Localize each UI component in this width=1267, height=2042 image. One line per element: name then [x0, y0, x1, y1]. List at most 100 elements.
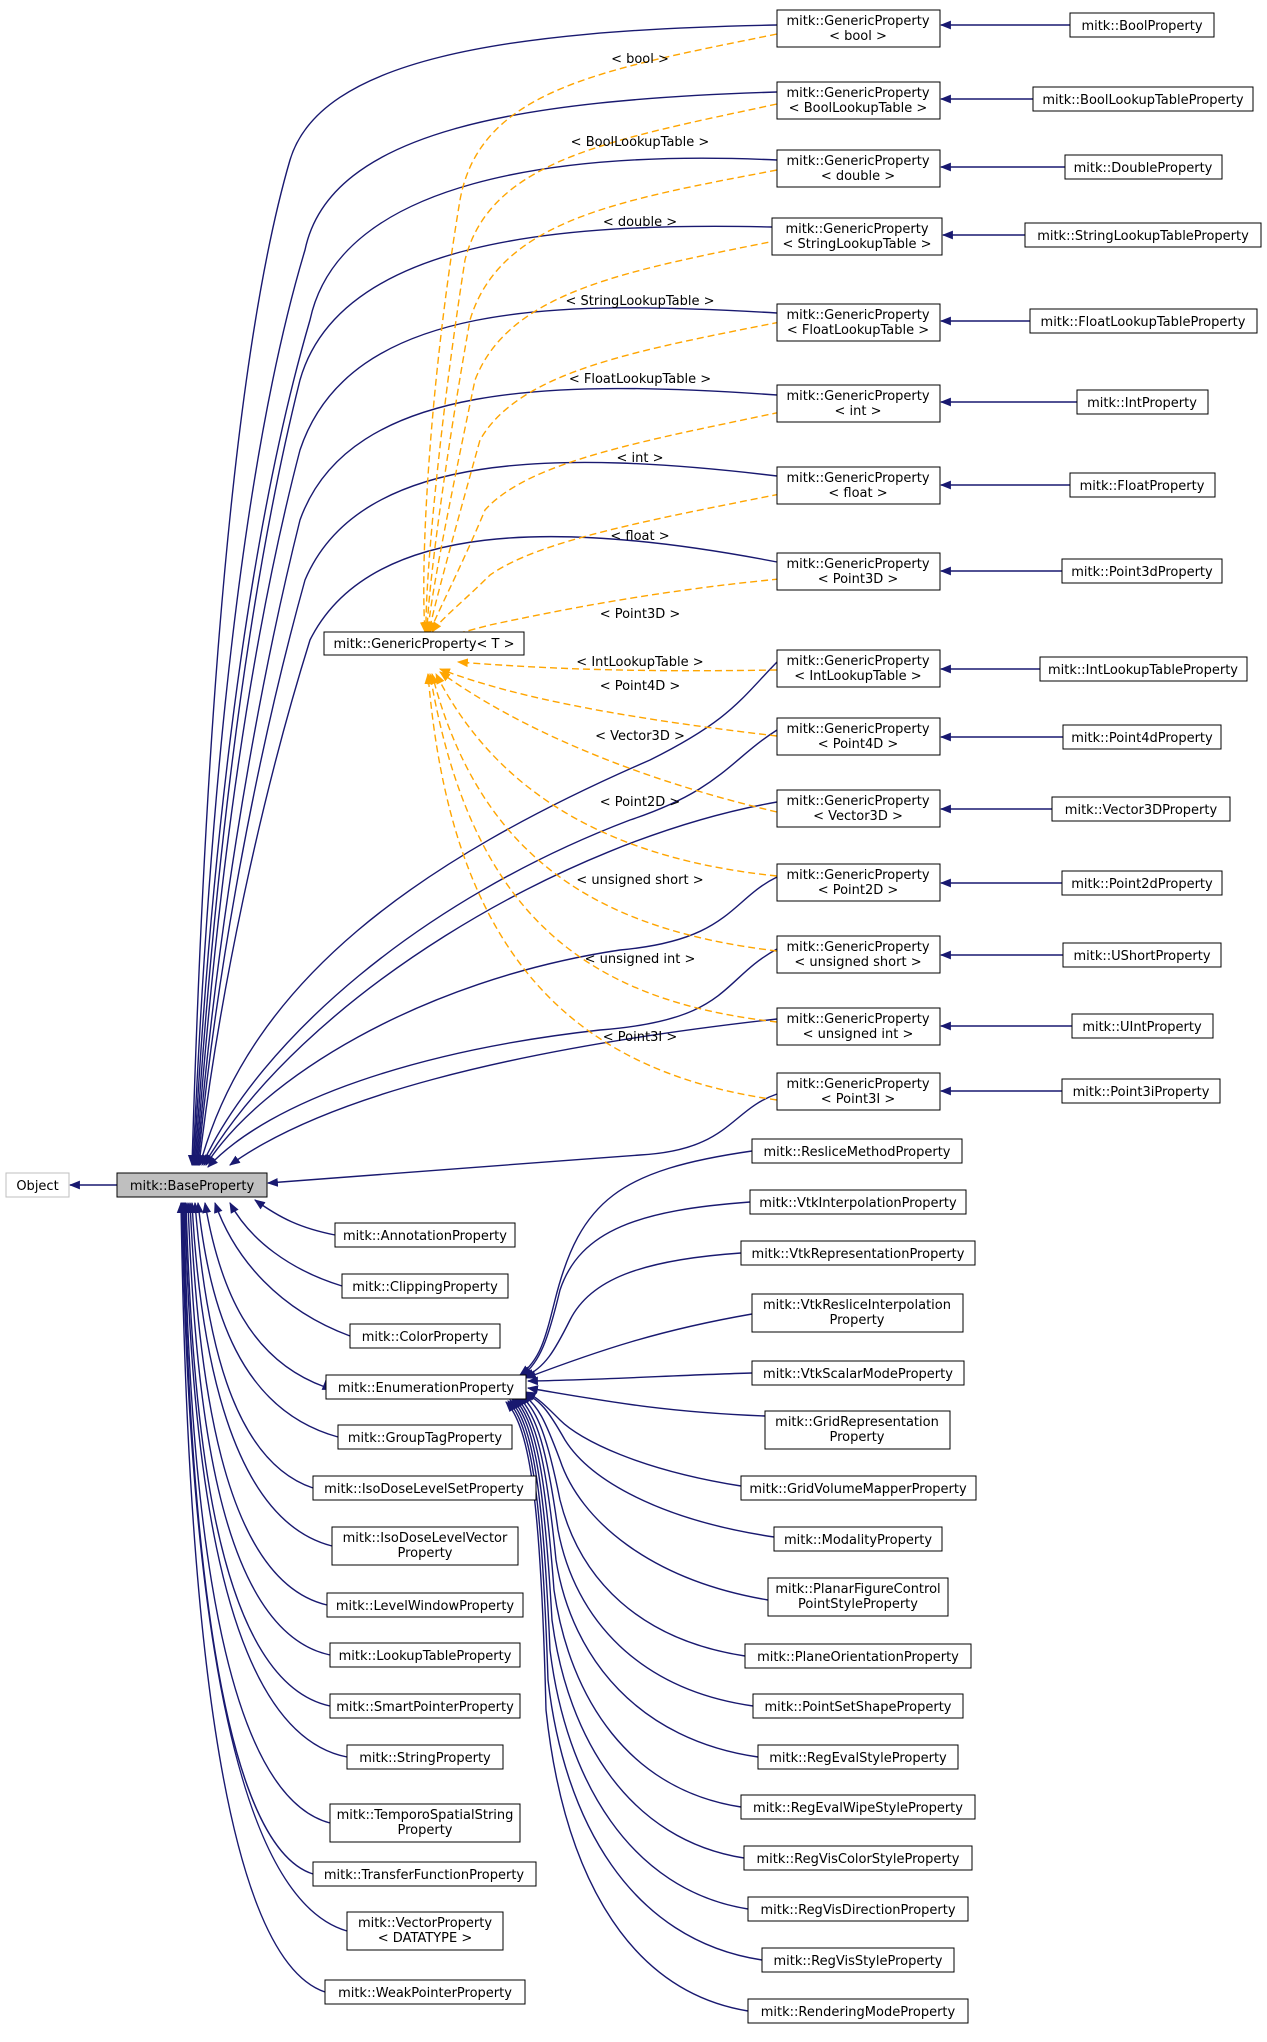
- node-boollut-property-label: mitk::BoolLookupTableProperty: [1042, 93, 1244, 108]
- node-vtkinterp-property[interactable]: mitk::VtkInterpolationProperty: [749, 1189, 967, 1215]
- node-regviscolor-property-label: mitk::RegVisColorStyleProperty: [757, 1852, 960, 1867]
- template-labels: < bool > < BoolLookupTable > < double > …: [565, 52, 714, 1045]
- node-gp-ushort[interactable]: mitk::GenericProperty < unsigned short >: [776, 935, 941, 974]
- node-float-property[interactable]: mitk::FloatProperty: [1069, 472, 1216, 498]
- node-clipping-property[interactable]: mitk::ClippingProperty: [341, 1273, 509, 1299]
- node-gp-intlut-line1: mitk::GenericProperty: [786, 654, 929, 669]
- node-gp-boollut[interactable]: mitk::GenericProperty < BoolLookupTable …: [776, 81, 941, 120]
- node-intlut-property[interactable]: mitk::IntLookupTableProperty: [1039, 656, 1248, 682]
- node-gp-point3i[interactable]: mitk::GenericProperty < Point3I >: [776, 1072, 941, 1111]
- node-regevalwipe-property-label: mitk::RegEvalWipeStyleProperty: [753, 1801, 963, 1816]
- node-gp-floatlut[interactable]: mitk::GenericProperty < FloatLookupTable…: [776, 303, 941, 342]
- node-int-property-label: mitk::IntProperty: [1087, 396, 1197, 411]
- node-regviscolor-property[interactable]: mitk::RegVisColorStyleProperty: [743, 1845, 973, 1871]
- node-vtkreslice-property[interactable]: mitk::VtkResliceInterpolation Property: [751, 1293, 964, 1333]
- tmpl-label-boollut: < BoolLookupTable >: [571, 135, 710, 150]
- node-gp-point4d[interactable]: mitk::GenericProperty < Point4D >: [776, 717, 941, 756]
- node-gp-point3d-line1: mitk::GenericProperty: [786, 557, 929, 572]
- tmpl-label-bool: < bool >: [611, 52, 669, 67]
- node-vector3d-property[interactable]: mitk::Vector3DProperty: [1051, 796, 1231, 822]
- tmpl-label-strlut: < StringLookupTable >: [565, 294, 714, 309]
- node-gp-float[interactable]: mitk::GenericProperty < float >: [776, 466, 941, 505]
- node-temporo-line2: Property: [397, 1823, 452, 1838]
- node-planarfig-line1: mitk::PlanarFigureControl: [775, 1582, 940, 1597]
- node-floatlut-property[interactable]: mitk::FloatLookupTableProperty: [1029, 308, 1258, 334]
- node-planeorient-property[interactable]: mitk::PlaneOrientationProperty: [744, 1643, 972, 1669]
- node-gp-intlut[interactable]: mitk::GenericProperty < IntLookupTable >: [776, 649, 941, 688]
- node-base-property[interactable]: mitk::BaseProperty: [116, 1172, 268, 1198]
- node-reslice-property[interactable]: mitk::ResliceMethodProperty: [751, 1138, 963, 1164]
- node-uint-property[interactable]: mitk::UIntProperty: [1071, 1013, 1214, 1039]
- node-bool-property-label: mitk::BoolProperty: [1081, 19, 1202, 34]
- node-levelwindow-property-label: mitk::LevelWindowProperty: [336, 1599, 515, 1614]
- node-vtkscalar-property[interactable]: mitk::VtkScalarModeProperty: [751, 1360, 965, 1386]
- node-transfer-property[interactable]: mitk::TransferFunctionProperty: [312, 1861, 537, 1887]
- node-gp-int-line2: < int >: [835, 404, 882, 419]
- node-pointsetshape-property[interactable]: mitk::PointSetShapeProperty: [752, 1693, 964, 1719]
- node-enumeration-property[interactable]: mitk::EnumerationProperty: [325, 1374, 527, 1400]
- node-gp-ushort-line1: mitk::GenericProperty: [786, 940, 929, 955]
- node-annotation-property[interactable]: mitk::AnnotationProperty: [334, 1222, 516, 1248]
- node-object[interactable]: Object: [5, 1172, 70, 1198]
- node-gp-int[interactable]: mitk::GenericProperty < int >: [776, 384, 941, 423]
- node-gp-bool[interactable]: mitk::GenericProperty < bool >: [776, 9, 941, 48]
- node-strlut-property[interactable]: mitk::StringLookupTableProperty: [1024, 222, 1262, 248]
- node-string-property[interactable]: mitk::StringProperty: [346, 1744, 504, 1770]
- node-gp-double[interactable]: mitk::GenericProperty < double >: [776, 149, 941, 188]
- node-vtkscalar-property-label: mitk::VtkScalarModeProperty: [763, 1367, 953, 1382]
- node-levelwindow-property[interactable]: mitk::LevelWindowProperty: [326, 1592, 524, 1618]
- node-planarfig-line2: PointStyleProperty: [798, 1597, 918, 1612]
- node-regvisstyle-property[interactable]: mitk::RegVisStyleProperty: [761, 1947, 955, 1973]
- node-gridvolume-property[interactable]: mitk::GridVolumeMapperProperty: [740, 1475, 977, 1501]
- node-isodosevector-property[interactable]: mitk::IsoDoseLevelVector Property: [331, 1526, 519, 1566]
- node-regeval-property-label: mitk::RegEvalStyleProperty: [769, 1751, 947, 1766]
- node-gp-double-line2: < double >: [821, 169, 895, 184]
- node-vtkrepr-property[interactable]: mitk::VtkRepresentationProperty: [740, 1240, 976, 1266]
- node-regeval-property[interactable]: mitk::RegEvalStyleProperty: [757, 1744, 959, 1770]
- node-vector3d-property-label: mitk::Vector3DProperty: [1065, 803, 1218, 818]
- node-planarfig-property[interactable]: mitk::PlanarFigureControl PointStyleProp…: [767, 1577, 949, 1617]
- node-temporo-property[interactable]: mitk::TemporoSpatialString Property: [329, 1803, 521, 1843]
- node-planeorient-property-label: mitk::PlaneOrientationProperty: [757, 1650, 959, 1665]
- node-vector-property[interactable]: mitk::VectorProperty < DATATYPE >: [346, 1911, 504, 1951]
- node-grouptag-property[interactable]: mitk::GroupTagProperty: [337, 1424, 513, 1450]
- node-isodosevector-line2: Property: [397, 1546, 452, 1561]
- node-weakpointer-property[interactable]: mitk::WeakPointerProperty: [324, 1979, 526, 2005]
- node-regvisdir-property[interactable]: mitk::RegVisDirectionProperty: [747, 1896, 969, 1922]
- node-gp-strlut[interactable]: mitk::GenericProperty < StringLookupTabl…: [771, 217, 943, 256]
- node-point3i-property[interactable]: mitk::Point3iProperty: [1061, 1078, 1221, 1104]
- node-point2d-property[interactable]: mitk::Point2dProperty: [1061, 870, 1223, 896]
- node-gp-point3d[interactable]: mitk::GenericProperty < Point3D >: [776, 552, 941, 591]
- node-gp-vector3d[interactable]: mitk::GenericProperty < Vector3D >: [776, 789, 941, 828]
- node-gp-point3i-line1: mitk::GenericProperty: [786, 1077, 929, 1092]
- node-boollut-property[interactable]: mitk::BoolLookupTableProperty: [1032, 86, 1254, 112]
- node-floatlut-property-label: mitk::FloatLookupTableProperty: [1041, 315, 1246, 330]
- node-gridrepr-property[interactable]: mitk::GridRepresentation Property: [764, 1410, 951, 1450]
- node-gp-uint-line2: < unsigned int >: [803, 1027, 914, 1042]
- tmpl-label-double: < double >: [603, 215, 677, 230]
- node-point3d-property[interactable]: mitk::Point3dProperty: [1061, 558, 1223, 584]
- node-isodosesset-property[interactable]: mitk::IsoDoseLevelSetProperty: [312, 1475, 537, 1501]
- node-float-property-label: mitk::FloatProperty: [1080, 479, 1205, 494]
- node-ushort-property[interactable]: mitk::UShortProperty: [1062, 942, 1222, 968]
- node-point4d-property[interactable]: mitk::Point4dProperty: [1062, 724, 1222, 750]
- node-int-property[interactable]: mitk::IntProperty: [1076, 389, 1209, 415]
- node-rendering-property[interactable]: mitk::RenderingModeProperty: [747, 1998, 969, 2024]
- node-bool-property[interactable]: mitk::BoolProperty: [1069, 12, 1215, 38]
- node-smartpointer-property[interactable]: mitk::SmartPointerProperty: [329, 1693, 521, 1719]
- node-regevalwipe-property[interactable]: mitk::RegEvalWipeStyleProperty: [740, 1794, 976, 1820]
- node-gp-floatlut-line1: mitk::GenericProperty: [786, 308, 929, 323]
- tmpl-label-point3d: < Point3D >: [600, 607, 681, 622]
- tmpl-label-int: < int >: [617, 451, 664, 466]
- node-gp-point2d[interactable]: mitk::GenericProperty < Point2D >: [776, 863, 941, 902]
- node-vtkinterp-property-label: mitk::VtkInterpolationProperty: [759, 1196, 957, 1211]
- node-gp-uint[interactable]: mitk::GenericProperty < unsigned int >: [776, 1007, 941, 1046]
- node-lookuptable-property[interactable]: mitk::LookupTableProperty: [329, 1642, 521, 1668]
- node-double-property[interactable]: mitk::DoubleProperty: [1064, 154, 1223, 180]
- node-modality-property[interactable]: mitk::ModalityProperty: [773, 1526, 943, 1552]
- node-color-property[interactable]: mitk::ColorProperty: [349, 1323, 501, 1349]
- node-generic-property-t[interactable]: mitk::GenericProperty< T >: [323, 631, 525, 656]
- node-gp-point4d-line2: < Point4D >: [818, 737, 899, 752]
- tmpl-label-vector3d: < Vector3D >: [595, 729, 685, 744]
